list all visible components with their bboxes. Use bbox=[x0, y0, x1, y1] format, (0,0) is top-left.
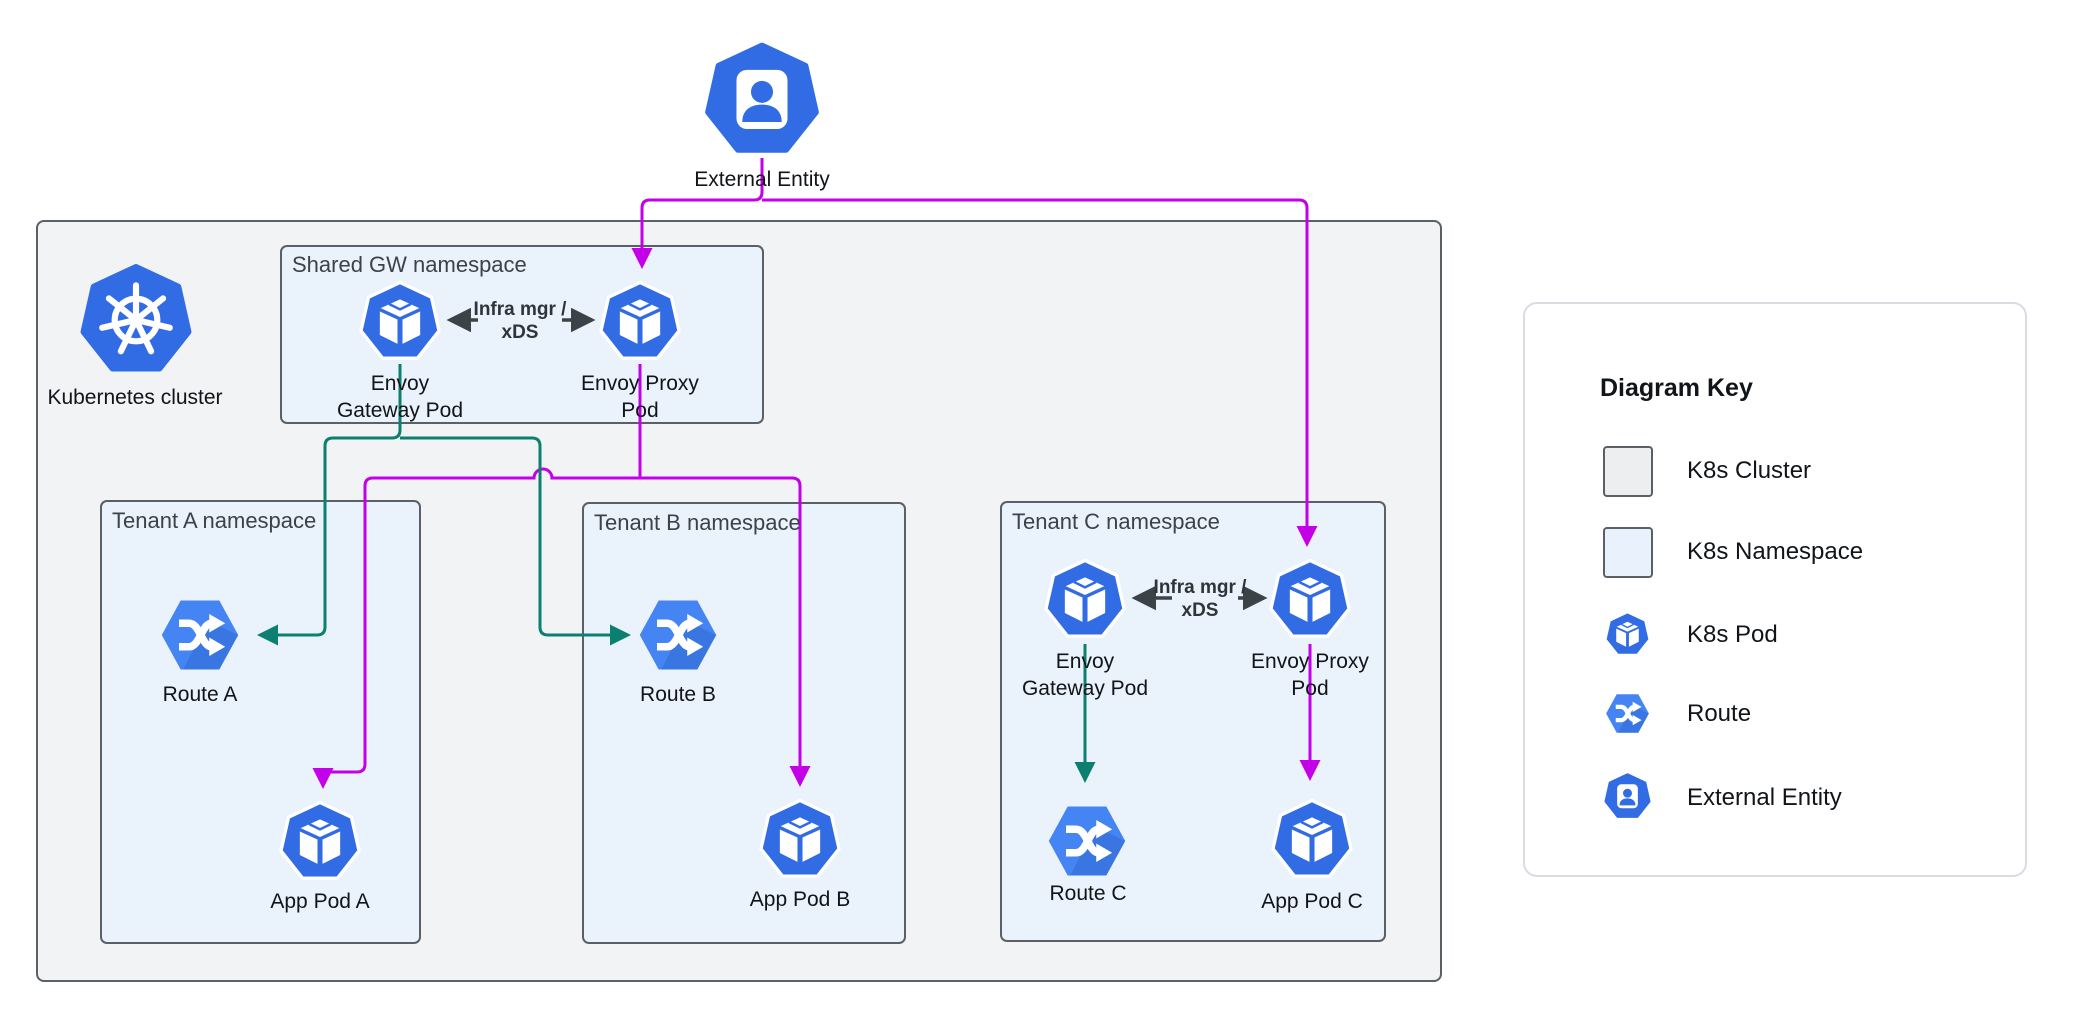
tenantc-xds-link-label: Infra mgr / xDS bbox=[1153, 577, 1247, 621]
shared-xds-link-label: Infra mgr / xDS bbox=[473, 299, 567, 343]
tenantc-proxy-pod-icon bbox=[1268, 558, 1352, 642]
kubernetes-logo-icon bbox=[80, 264, 192, 376]
tenant-c-namespace-title: Tenant C namespace bbox=[1012, 509, 1220, 534]
diagram-key-panel bbox=[1523, 302, 2027, 877]
legend-route-label: Route bbox=[1687, 700, 1752, 727]
diagram-key-title: Diagram Key bbox=[1600, 374, 1753, 402]
route-a-label: Route A bbox=[162, 683, 238, 706]
app-pod-a-icon bbox=[278, 800, 362, 884]
app-pod-b-label: App Pod B bbox=[749, 888, 851, 911]
kubernetes-cluster-label: Kubernetes cluster bbox=[47, 386, 223, 409]
tenant-a-namespace-title: Tenant A namespace bbox=[112, 508, 317, 533]
route-b-label: Route B bbox=[640, 683, 716, 706]
tenantc-proxy-pod-label: Envoy Proxy Pod bbox=[1251, 650, 1369, 700]
shared-gateway-pod-icon bbox=[358, 280, 442, 364]
external-entity-label: External Entity bbox=[694, 168, 830, 191]
shared-gw-namespace-box bbox=[280, 245, 764, 424]
tenantc-gateway-pod-icon bbox=[1043, 558, 1127, 642]
tenantc-gateway-pod-label: Envoy Gateway Pod bbox=[1021, 650, 1149, 700]
external-entity-icon bbox=[704, 42, 820, 158]
tenant-b-namespace-title: Tenant B namespace bbox=[594, 510, 801, 535]
shared-gw-namespace-title: Shared GW namespace bbox=[292, 252, 527, 277]
shared-gateway-pod-label: Envoy Gateway Pod bbox=[336, 372, 464, 422]
app-pod-b-icon bbox=[758, 798, 842, 882]
route-b-icon bbox=[636, 593, 720, 677]
route-c-icon bbox=[1045, 799, 1129, 883]
route-c-label: Route C bbox=[1049, 882, 1127, 905]
shared-proxy-pod-label: Envoy Proxy Pod bbox=[581, 372, 699, 422]
app-pod-a-label: App Pod A bbox=[270, 890, 370, 913]
legend-external-entity-label: External Entity bbox=[1687, 784, 1842, 811]
tenant-b-namespace-box bbox=[582, 502, 906, 944]
shared-proxy-pod-icon bbox=[598, 280, 682, 364]
legend-k8s-namespace-label: K8s Namespace bbox=[1687, 538, 1864, 565]
tenant-a-namespace-box bbox=[100, 500, 421, 944]
app-pod-c-icon bbox=[1270, 798, 1354, 882]
legend-k8s-pod-label: K8s Pod bbox=[1687, 621, 1778, 648]
legend-external-entity-icon bbox=[1604, 773, 1651, 820]
legend-k8s-namespace-swatch bbox=[1603, 527, 1653, 578]
legend-k8s-cluster-swatch bbox=[1603, 446, 1653, 497]
legend-k8s-cluster-label: K8s Cluster bbox=[1687, 457, 1812, 484]
app-pod-c-label: App Pod C bbox=[1261, 890, 1363, 913]
legend-k8s-pod-icon bbox=[1604, 611, 1651, 658]
legend-route-icon bbox=[1604, 690, 1651, 737]
route-a-icon bbox=[158, 593, 242, 677]
